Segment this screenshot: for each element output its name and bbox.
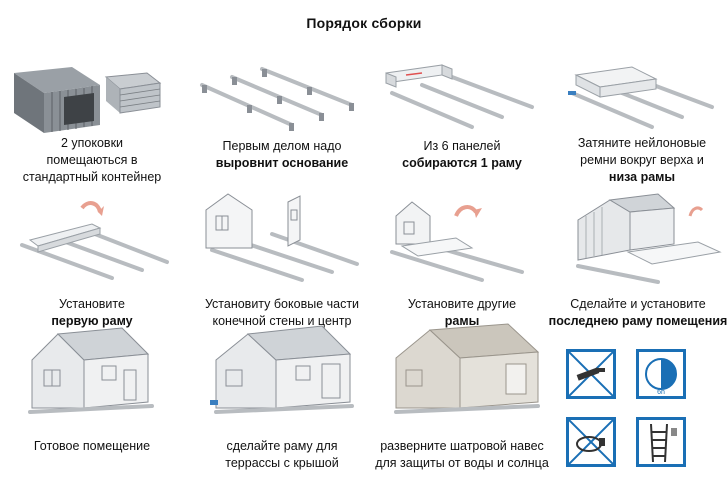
step-4-line3: низа рамы bbox=[608, 170, 676, 184]
tent-illustration bbox=[394, 323, 540, 414]
no-power-tools-icon bbox=[566, 349, 616, 399]
step-4-caption: Затяните нейлоновые ремни вокруг верха и… bbox=[552, 135, 728, 186]
container-illustration bbox=[14, 67, 162, 133]
no-electricity-icon bbox=[566, 417, 616, 467]
step-2-base: Первым делом надо выровнит основание bbox=[192, 55, 372, 210]
straps-illustration bbox=[568, 66, 714, 129]
step-8-line1: Сделайте и установите bbox=[570, 297, 706, 311]
step-2-line1: Первым делом надо bbox=[222, 139, 342, 153]
step-1-line1: 2 упоковки bbox=[60, 136, 124, 150]
step-4-line1: Затяните нейлоновые bbox=[577, 136, 707, 150]
clock-label: 6h bbox=[657, 389, 665, 396]
last-frame-illustration bbox=[576, 193, 722, 284]
side-walls-illustration bbox=[205, 193, 359, 282]
step-10-line2: террассы с крышой bbox=[225, 456, 339, 470]
step-7-line1: Установите другие bbox=[407, 297, 517, 311]
step-3-caption: Из 6 панелей собираются 1 раму bbox=[372, 138, 552, 172]
step-7-line2: рамы bbox=[444, 314, 480, 328]
step-2-line2: выровнит основание bbox=[215, 156, 349, 170]
step-1-line2: помещаються в bbox=[46, 153, 138, 167]
step-5-caption: Установите первую раму bbox=[2, 296, 182, 330]
step-9-caption: Готовое помещение bbox=[2, 438, 182, 455]
step-1-caption: 2 упоковки помещаються в стандартный кон… bbox=[2, 135, 182, 186]
step-1-container: 2 упоковки помещаються в стандартный кон… bbox=[2, 55, 182, 210]
step-9-line1: Готовое помещение bbox=[33, 439, 151, 453]
ready-room-illustration bbox=[28, 327, 154, 414]
ladder-icon bbox=[636, 417, 686, 467]
first-frame-illustration bbox=[20, 201, 169, 280]
step-5-line2: первую раму bbox=[51, 314, 133, 328]
step-11-caption: разверните шатровой навес для защиты от … bbox=[372, 438, 552, 472]
step-4-straps: Затяните нейлоновые ремни вокруг верха и… bbox=[552, 55, 728, 210]
step-3-line2: собираются 1 раму bbox=[402, 156, 522, 170]
step-11-line2: для защиты от воды и солнца bbox=[375, 456, 549, 470]
frame-illustration bbox=[385, 64, 534, 129]
six-hours-clock-icon: 6h bbox=[636, 349, 686, 399]
step-6-side-walls: Установиту боковые части конечной стены … bbox=[192, 190, 372, 345]
step-10-terrace: сделайте раму для террассы с крышой bbox=[192, 320, 372, 475]
step-6-line2: конечной стены и центр bbox=[212, 314, 352, 328]
step-7-caption: Установите другие рамы bbox=[372, 296, 552, 330]
step-7-other-frames: Установите другие рамы bbox=[372, 190, 552, 345]
terrace-illustration bbox=[210, 325, 354, 414]
step-9-ready: Готовое помещение bbox=[2, 320, 182, 475]
step-3-frame: Из 6 панелей собираются 1 раму bbox=[372, 55, 552, 210]
base-illustration bbox=[200, 67, 354, 131]
step-8-last-frame: Сделайте и установите последнею раму пом… bbox=[548, 190, 728, 345]
step-5-line1: Установите bbox=[59, 297, 125, 311]
step-5-first-frame: Установите первую раму bbox=[2, 190, 182, 345]
step-6-caption: Установиту боковые части конечной стены … bbox=[192, 296, 372, 330]
step-11-tent: разверните шатровой навес для защиты от … bbox=[372, 320, 552, 475]
step-3-line1: Из 6 панелей bbox=[423, 139, 501, 153]
step-10-caption: сделайте раму для террассы с крышой bbox=[192, 438, 372, 472]
page-title: Порядок сборки bbox=[306, 15, 422, 31]
step-10-line1: сделайте раму для bbox=[226, 439, 338, 453]
other-frames-illustration bbox=[390, 201, 524, 282]
step-4-line2: ремни вокруг верха и bbox=[580, 153, 704, 167]
step-8-line2: последнею раму помещения bbox=[548, 314, 728, 328]
step-6-line1: Установиту боковые части bbox=[204, 297, 360, 311]
step-2-caption: Первым делом надо выровнит основание bbox=[192, 138, 372, 172]
step-8-caption: Сделайте и установите последнею раму пом… bbox=[548, 296, 728, 330]
step-1-line3: стандартный контейнер bbox=[22, 170, 162, 184]
requirements-icons: 6h bbox=[563, 347, 713, 475]
step-11-line1: разверните шатровой навес bbox=[380, 439, 544, 453]
